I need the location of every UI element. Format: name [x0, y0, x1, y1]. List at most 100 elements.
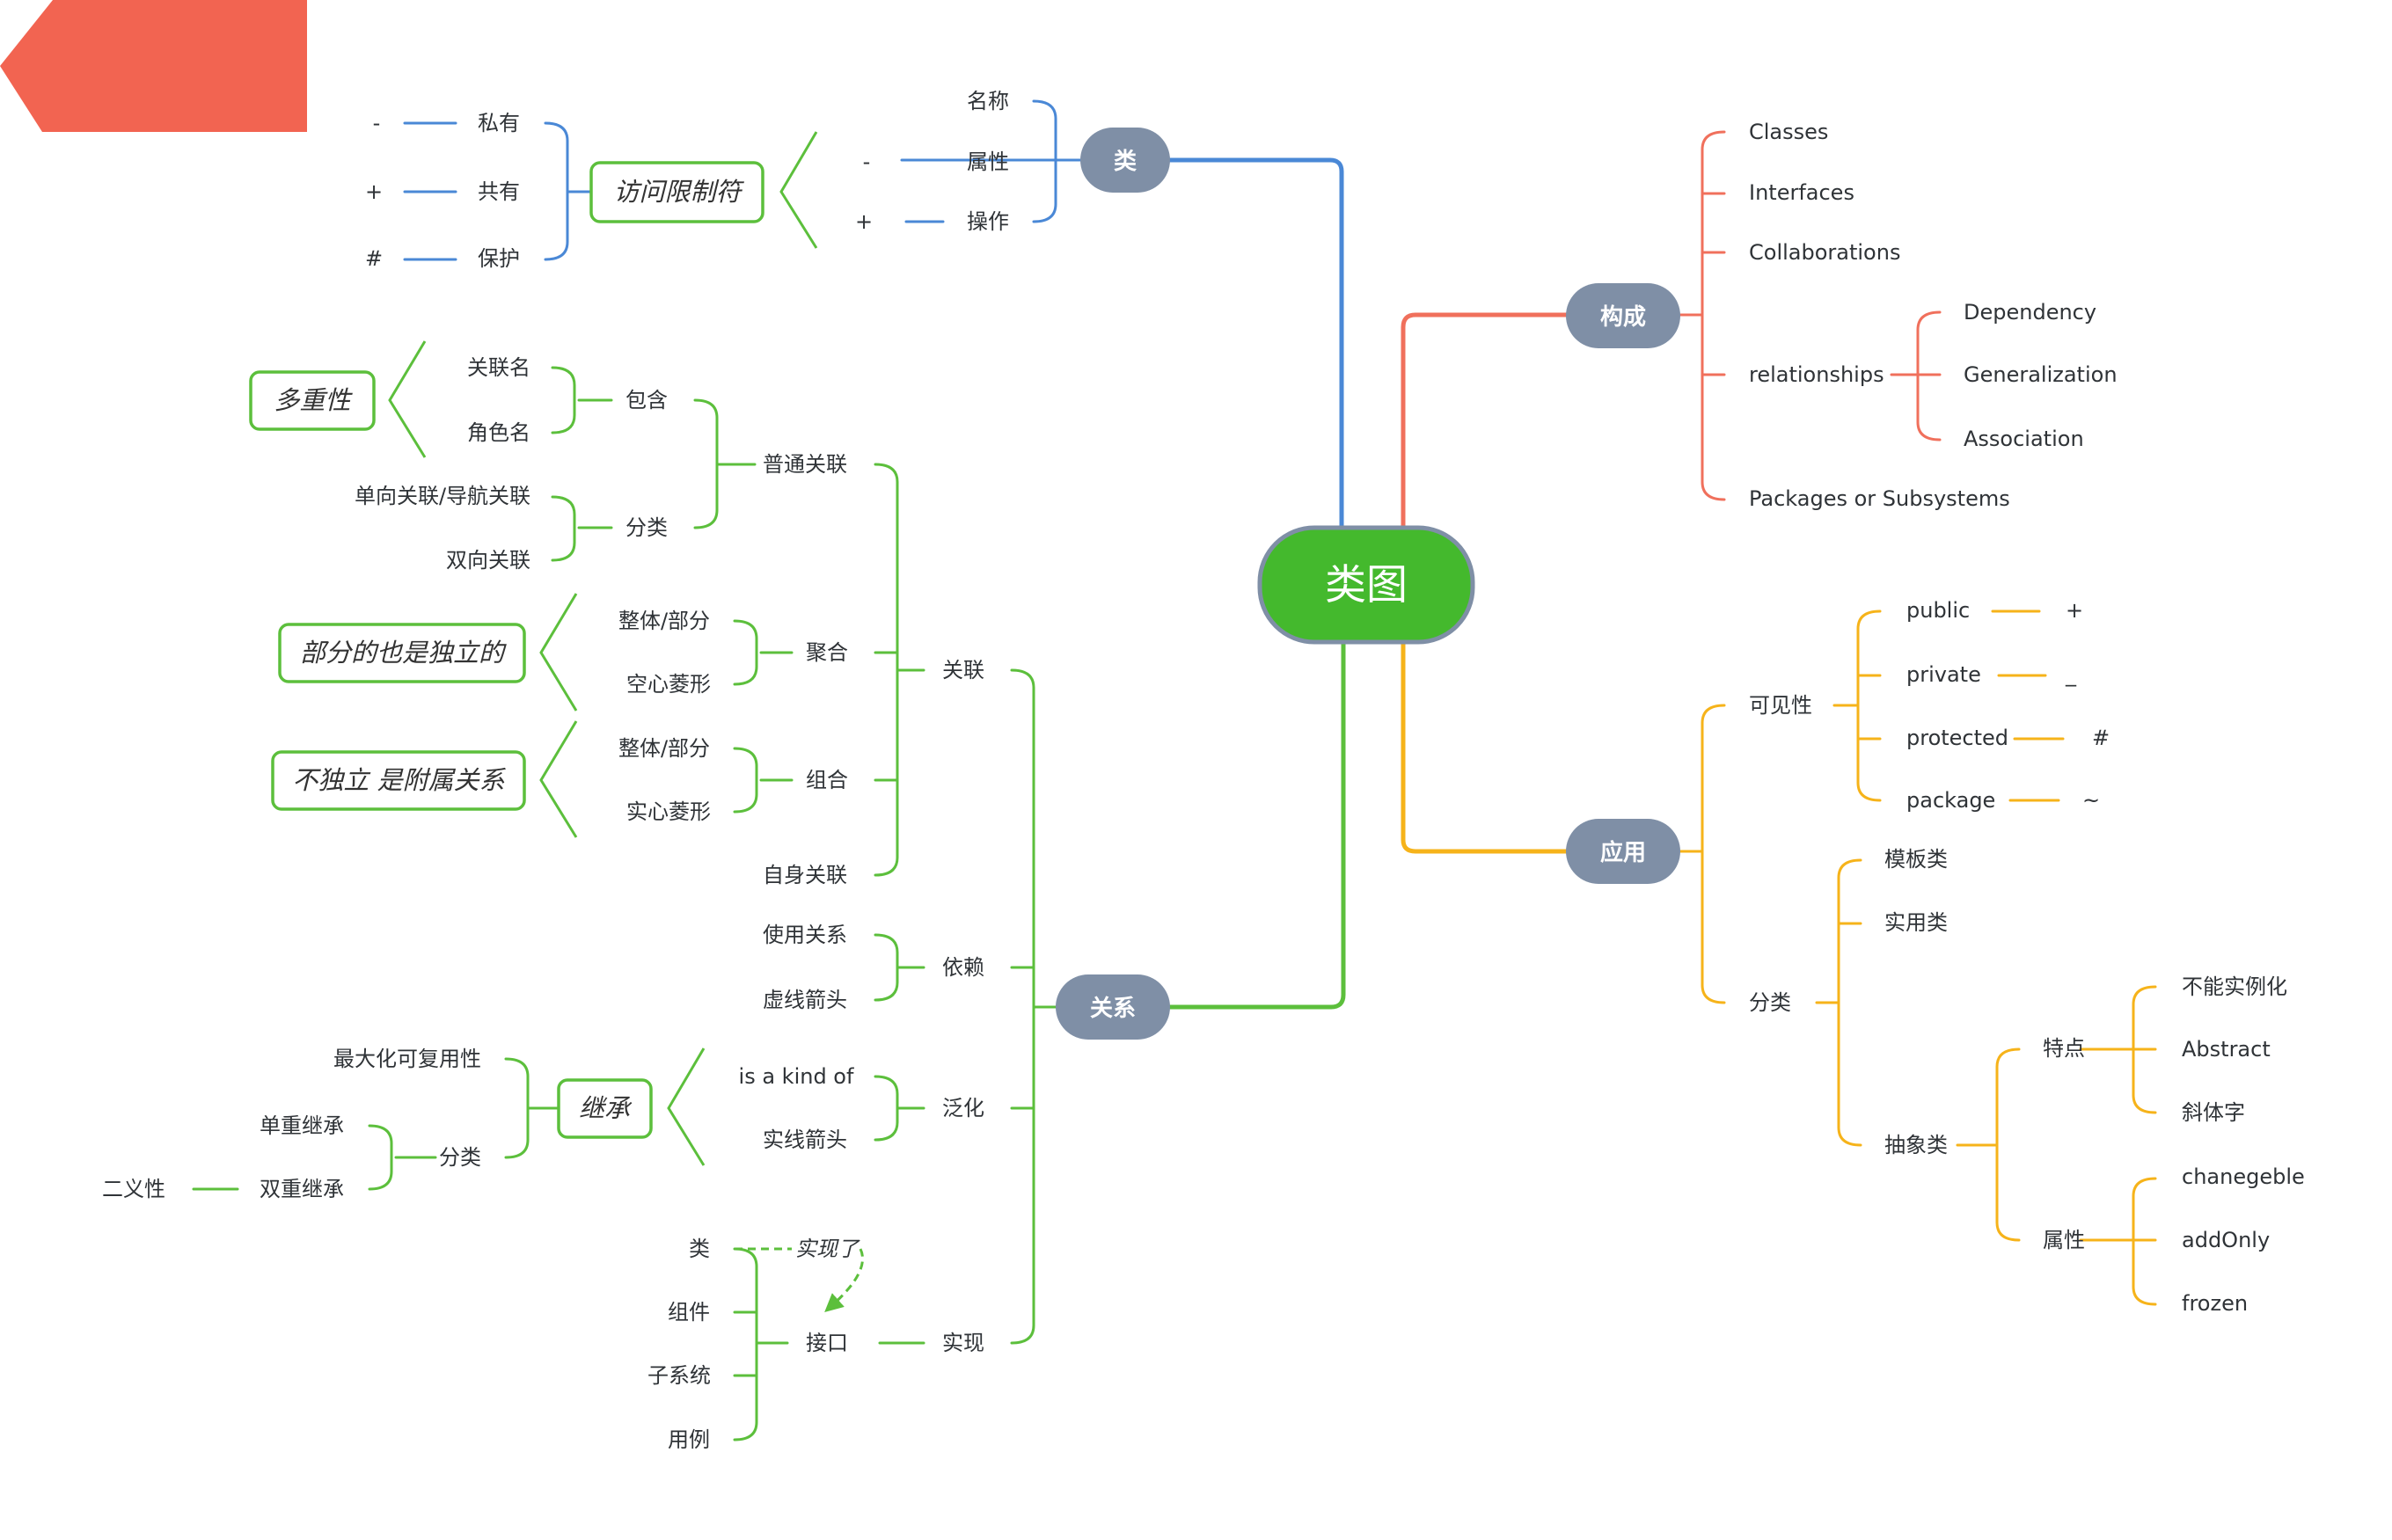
rel-dependency: 依赖 — [942, 955, 984, 980]
callout-inheritance — [557, 1078, 653, 1139]
callout-inheritance-label: 继承 — [579, 1093, 633, 1123]
composition-item-collaborations: Collaborations — [1749, 240, 1900, 265]
abstract-props-label: 属性 — [2043, 1228, 2085, 1252]
relationship-generalization: Generalization — [1964, 362, 2118, 387]
rel-composition-item-0: 整体/部分 — [618, 736, 710, 761]
classification-utility: 实用类 — [1884, 910, 1948, 935]
inherit-ambiguity: 二义性 — [102, 1177, 165, 1201]
rel-composition: 组合 — [806, 768, 848, 792]
callout-multiplicity-label: 多重性 — [274, 385, 353, 415]
inherit-single: 单重继承 — [260, 1113, 344, 1138]
rel-aggregation: 聚合 — [806, 640, 848, 665]
rel-aggregation-item-0: 整体/部分 — [618, 609, 710, 633]
callout-multiplicity — [249, 370, 376, 431]
rel-generalization-item-0: is a kind of — [739, 1064, 854, 1089]
visibility-public: public — [1906, 598, 1970, 623]
composition-item-interfaces: Interfaces — [1749, 180, 1854, 205]
connector-relation — [1167, 639, 1346, 1010]
trial-watermark — [0, 0, 307, 132]
callout-aggregation-label: 部分的也是独立的 — [300, 638, 507, 668]
class-item-name: 名称 — [967, 89, 1009, 113]
rel-classify-item-1: 双向关联 — [446, 548, 530, 573]
classification-label: 分类 — [1749, 990, 1791, 1015]
connector-composition — [1401, 312, 1569, 530]
brand-bold: XMind — [2254, 79, 2314, 99]
class-item-op: 操作 — [967, 209, 1009, 234]
abstract-prop-2: frozen — [2182, 1291, 2248, 1316]
callout-composition — [271, 750, 526, 811]
realize-note: 实现了 — [795, 1237, 860, 1261]
rel-realization: 实现 — [942, 1331, 984, 1355]
rel-normal-association: 普通关联 — [763, 452, 847, 477]
rel-contain-item-1: 角色名 — [467, 420, 530, 445]
callout-access-modifier — [589, 161, 764, 223]
abstract-trait-2: 斜体字 — [2182, 1100, 2245, 1125]
visibility-package-symbol: ~ — [2082, 788, 2100, 813]
rel-generalization: 泛化 — [942, 1096, 984, 1120]
inherit-classify: 分类 — [439, 1145, 481, 1170]
realize-item-usecase: 用例 — [668, 1427, 710, 1452]
classification-abstract: 抽象类 — [1884, 1133, 1948, 1157]
callout-access-modifier-label: 访问限制符 — [613, 177, 744, 207]
rel-classify-item-0: 单向关联/导航关联 — [355, 484, 530, 508]
callout-composition-label: 不独立 是附属关系 — [292, 765, 506, 795]
rel-classify: 分类 — [625, 515, 668, 540]
modifier-label-protected: 保护 — [478, 246, 520, 271]
center-topic-label: 类图 — [1325, 561, 1408, 609]
callout-aggregation — [278, 623, 526, 683]
inherit-reuse: 最大化可复用性 — [333, 1047, 481, 1071]
visibility-private: private — [1906, 662, 1981, 687]
topic-composition-label: 构成 — [1600, 304, 1646, 331]
topic-class[interactable] — [1080, 128, 1170, 193]
visibility-label: 可见性 — [1749, 693, 1812, 718]
relationship-dependency: Dependency — [1964, 300, 2096, 325]
class-item-attr: 属性 — [967, 150, 1009, 174]
modifier-label-public: 共有 — [478, 179, 520, 204]
attr-prefix: - — [863, 150, 871, 174]
rel-dependency-item-1: 虚线箭头 — [763, 988, 847, 1012]
visibility-protected: protected — [1906, 726, 2008, 750]
rel-dependency-item-0: 使用关系 — [763, 923, 847, 947]
connector-class — [1167, 157, 1344, 530]
visibility-package: package — [1906, 788, 1995, 813]
rel-contain-item-0: 关联名 — [467, 355, 530, 380]
inherit-multiple: 双重继承 — [260, 1177, 344, 1201]
center-topic[interactable] — [1257, 525, 1475, 645]
brand-light: :ZEN — [2313, 79, 2353, 99]
connector-application — [1401, 639, 1569, 854]
realize-item-class: 类 — [689, 1237, 710, 1261]
abstract-prop-1: addOnly — [2182, 1228, 2270, 1252]
classification-template: 模板类 — [1884, 847, 1948, 872]
rel-contain: 包含 — [625, 388, 668, 412]
rel-generalization-item-1: 实线箭头 — [763, 1128, 847, 1152]
modifier-label-private: 私有 — [478, 111, 520, 135]
visibility-private-symbol: _ — [2065, 662, 2077, 687]
rel-association: 关联 — [942, 658, 984, 682]
visibility-protected-symbol: # — [2092, 726, 2110, 750]
topic-application-label: 应用 — [1600, 839, 1646, 866]
modifier-symbol-private: - — [373, 111, 381, 135]
relationship-association: Association — [1964, 427, 2084, 451]
realize-item-component: 组件 — [668, 1300, 710, 1325]
abstract-trait-1: Abstract — [2182, 1037, 2271, 1062]
composition-item-relationships: relationships — [1749, 362, 1884, 387]
abstract-prop-0: chanegeble — [2182, 1164, 2305, 1189]
modifier-symbol-protected: # — [365, 246, 383, 271]
modifier-symbol-public: + — [365, 179, 383, 204]
rel-self-association: 自身关联 — [763, 863, 847, 887]
topic-relation-label: 关系 — [1090, 996, 1136, 1022]
trial-brand: XMind:ZEN — [2177, 79, 2353, 99]
rel-aggregation-item-1: 空心菱形 — [626, 672, 711, 697]
realize-dashed-arrow — [735, 1247, 865, 1306]
abstract-traits-label: 特点 — [2043, 1036, 2085, 1061]
rel-interface: 接口 — [806, 1331, 848, 1355]
op-prefix: + — [855, 209, 873, 234]
topic-relation[interactable] — [1056, 974, 1170, 1040]
topic-application[interactable] — [1566, 819, 1680, 884]
rel-composition-item-1: 实心菱形 — [626, 799, 711, 824]
composition-item-packages: Packages or Subsystems — [1749, 486, 2010, 511]
composition-item-classes: Classes — [1749, 120, 1828, 144]
topic-class-label: 类 — [1114, 149, 1137, 175]
topic-composition[interactable] — [1566, 283, 1680, 348]
